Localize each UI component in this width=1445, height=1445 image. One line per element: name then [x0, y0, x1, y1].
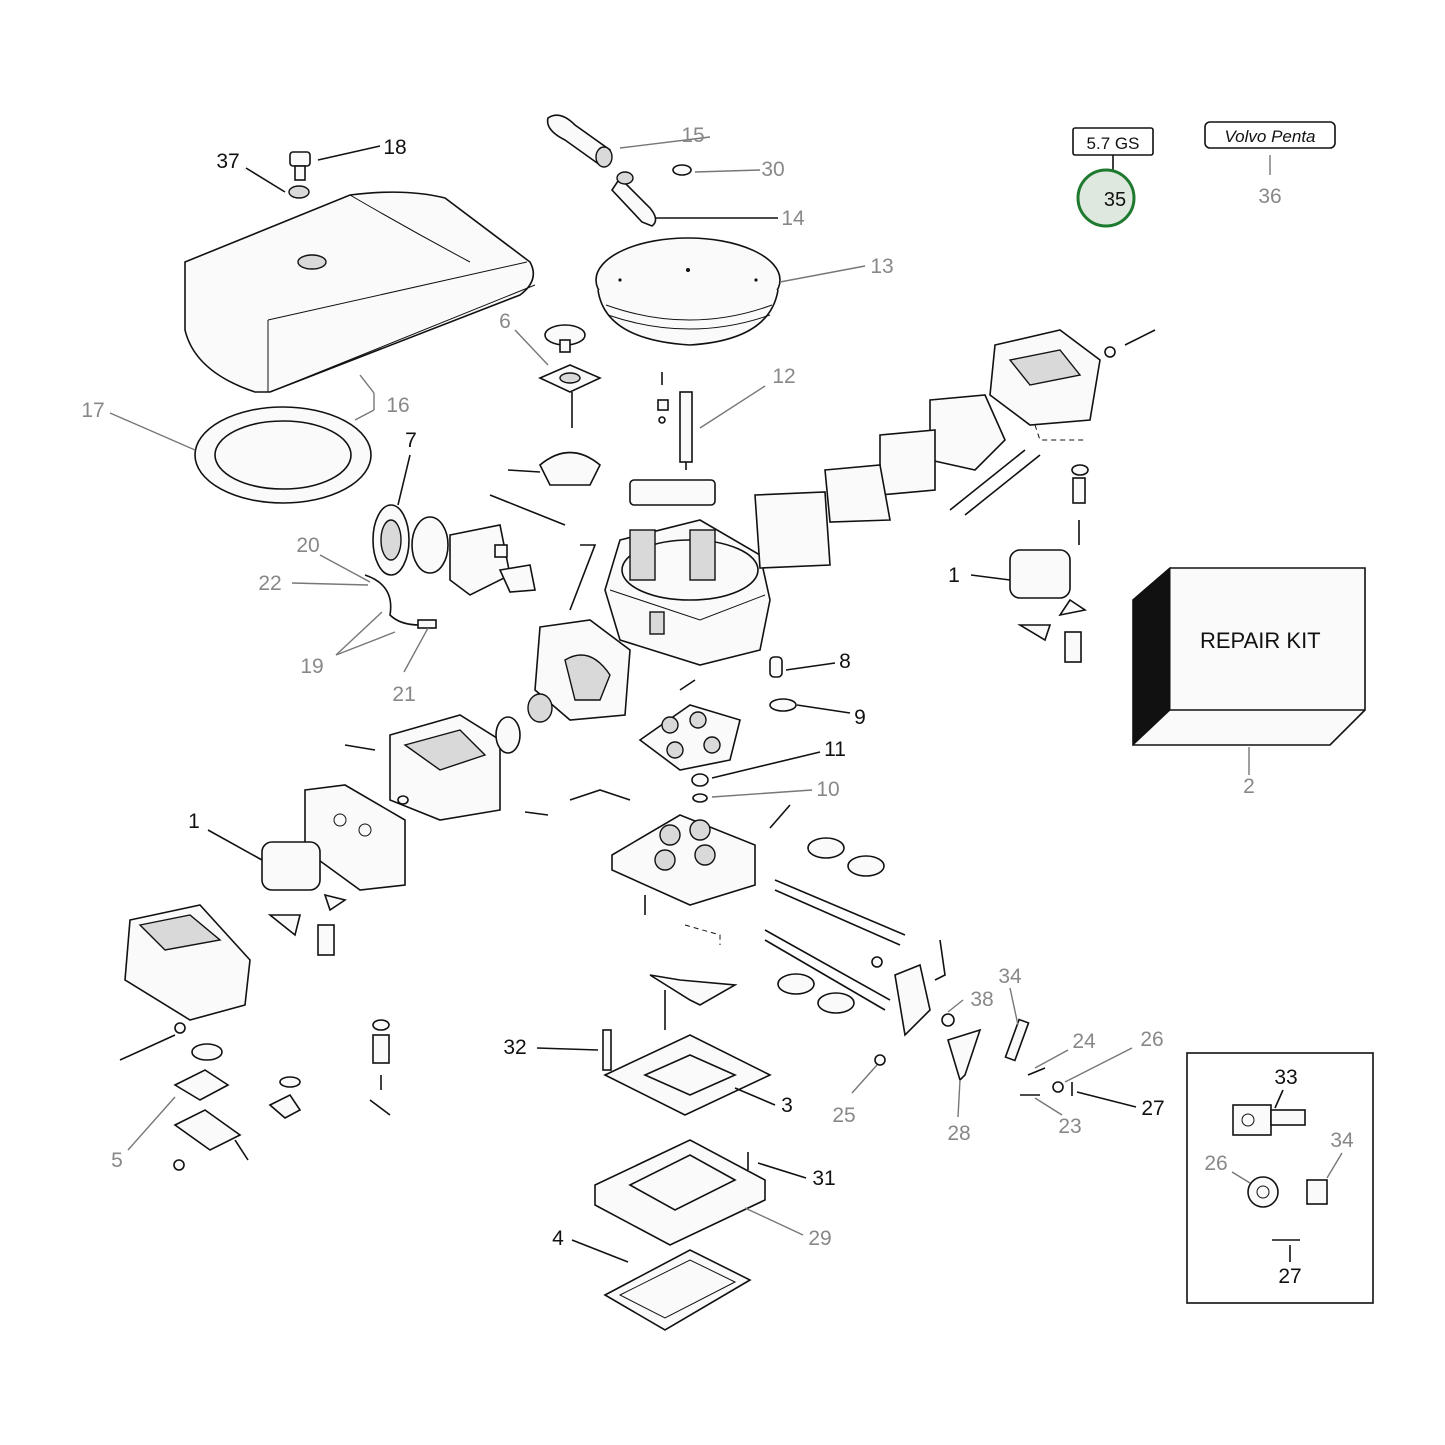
- inset-part-33: [1232, 1104, 1306, 1136]
- callout-27: 27: [1141, 1097, 1164, 1120]
- part-gasket-17: [194, 406, 372, 504]
- part-metering-plate: [527, 619, 696, 723]
- callout-25: 25: [832, 1104, 855, 1127]
- callout-28: 28: [947, 1122, 970, 1145]
- callout-6: 6: [499, 310, 511, 333]
- callout-26: 26: [1140, 1028, 1163, 1051]
- callout-29: 29: [808, 1227, 831, 1250]
- part-spacer-29: [594, 1139, 766, 1246]
- part-throttle-shafts: [764, 837, 946, 1037]
- callout-7: 7: [405, 429, 417, 452]
- callout-23: 23: [1058, 1115, 1081, 1138]
- part-needle-seat-7: [372, 504, 449, 576]
- callout-20: 20: [296, 534, 319, 557]
- part-air-cleaner-cover-16: [184, 191, 536, 393]
- part-bracket-28: [874, 1013, 1073, 1096]
- part-stud-12: [657, 372, 693, 470]
- part-linkage-19-22: [364, 574, 437, 629]
- callout-15: 15: [681, 124, 704, 147]
- inset-part-26: [1247, 1176, 1279, 1208]
- part-float-1-left: [261, 841, 347, 956]
- part-nut-30: [672, 164, 692, 176]
- inset-callout-33: 33: [1274, 1066, 1297, 1089]
- part-pin-8: [769, 656, 783, 678]
- callout-21: 21: [392, 683, 415, 706]
- callout-12: 12: [772, 365, 795, 388]
- part-metering-block: [754, 394, 1089, 569]
- callout-1-right: 1: [948, 564, 960, 587]
- callout-19: 19: [300, 655, 323, 678]
- part-pump-cover: [507, 451, 716, 506]
- part-base-gasket-3: [602, 1029, 772, 1116]
- callout-4: 4: [552, 1227, 564, 1250]
- brand-badge-text: Volvo Penta: [1224, 127, 1315, 146]
- highlight-ring: [1076, 168, 1136, 228]
- callout-30: 30: [761, 158, 784, 181]
- part-float-bowl-lower: [344, 714, 631, 821]
- part-float-1-right: [1009, 549, 1088, 663]
- callout-14: 14: [781, 207, 805, 230]
- callout-18: 18: [383, 136, 406, 159]
- part-choke-housing: [449, 494, 597, 611]
- brand-badge-group: Volvo Penta 36: [1204, 121, 1336, 208]
- callout-22: 22: [258, 572, 281, 595]
- part-accel-pump-5: [119, 904, 251, 1171]
- part-bolt-18: [288, 151, 311, 199]
- part-air-horn-13: [595, 237, 781, 346]
- leader-lines: [109, 136, 1343, 1263]
- callout-32: 32: [503, 1036, 526, 1059]
- callout-11: 11: [824, 738, 846, 761]
- inset-part-34: [1306, 1179, 1328, 1205]
- part-clip-9: [769, 698, 797, 712]
- part-hose-15: [546, 114, 613, 168]
- callout-10: 10: [816, 778, 839, 801]
- callout-35: 35: [1104, 189, 1126, 211]
- callout-8: 8: [839, 650, 851, 673]
- callout-24: 24: [1072, 1030, 1096, 1053]
- model-badge-text: 5.7 GS: [1087, 134, 1140, 153]
- callout-1-left: 1: [188, 810, 200, 833]
- inset-callout-34: 34: [1330, 1129, 1354, 1152]
- part-repair-kit-box: REPAIR KIT: [1132, 566, 1366, 747]
- callout-16: 16: [386, 394, 409, 417]
- callout-2: 2: [1243, 775, 1255, 798]
- callout-36: 36: [1258, 185, 1281, 208]
- callout-37: 37: [216, 150, 239, 173]
- callout-17: 17: [81, 399, 104, 422]
- part-pump-fittings: [268, 1019, 391, 1119]
- callout-13: 13: [870, 255, 893, 278]
- callout-34: 34: [998, 965, 1022, 988]
- model-badge-group: 5.7 GS 35: [1072, 127, 1154, 228]
- part-gasket-4: [603, 1249, 752, 1331]
- part-lever-assembly: [649, 924, 738, 1030]
- callout-5: 5: [111, 1149, 123, 1172]
- part-gasket-11: [638, 704, 741, 803]
- repair-kit-label: REPAIR KIT: [1200, 628, 1321, 653]
- callout-numbers: 18 37 15 30 14 13 6 12 16 17 7 20 22 19 …: [81, 124, 1354, 1288]
- callout-38: 38: [970, 988, 993, 1011]
- inset-callout-27: 27: [1278, 1265, 1301, 1288]
- part-throttle-body: [611, 804, 791, 915]
- callout-9: 9: [854, 706, 866, 729]
- callout-31: 31: [812, 1167, 835, 1190]
- part-float-bowl-upper: [989, 329, 1156, 426]
- callout-3: 3: [781, 1094, 793, 1117]
- inset-callout-26: 26: [1204, 1152, 1227, 1175]
- part-vent-6: [538, 324, 602, 428]
- part-tube-14: [610, 171, 657, 227]
- inset-box: [1186, 1052, 1374, 1304]
- part-carburetor-body: [604, 519, 771, 666]
